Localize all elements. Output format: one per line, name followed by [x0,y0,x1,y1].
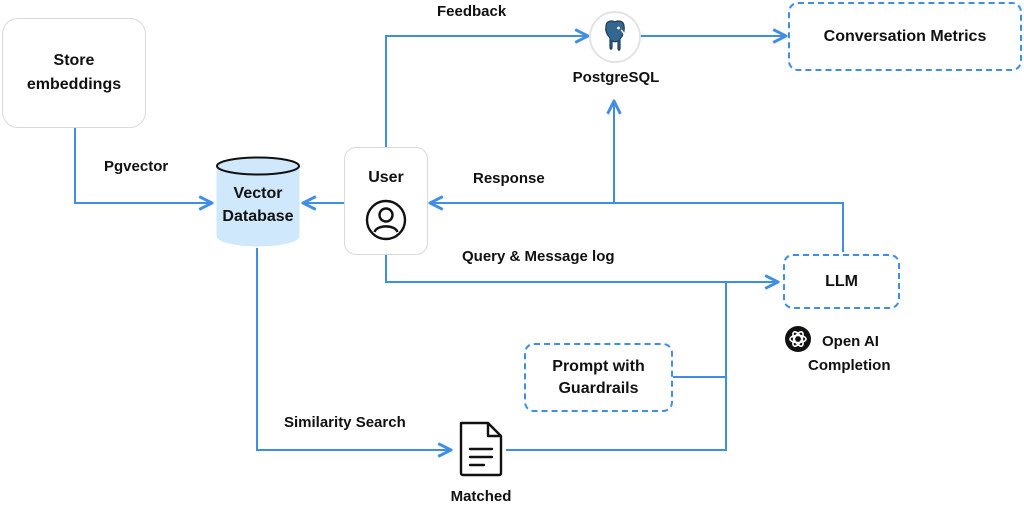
pgvector-label: Pgvector [104,158,169,175]
user-node: User [344,147,428,255]
llm-label: LLM [825,272,858,290]
openai-completion-text: Open AI Completion [808,333,891,374]
similarity-search-label: Similarity Search [284,414,406,431]
prompt-with-guardrails-label: Prompt with Guardrails [552,357,645,397]
document-icon [459,421,503,477]
llm-node: LLM [783,254,900,309]
user-avatar-icon [365,199,407,241]
conversation-metrics-label: Conversation Metrics [823,27,987,45]
edge-store-to-vector-db [74,128,212,203]
edge-user-query-to-llm [385,255,778,282]
openai-completion-label: Open AI Completion [808,330,904,378]
store-embeddings-label: Store embeddings [26,52,122,93]
database-cylinder-icon [216,156,300,247]
store-embeddings-node: Store embeddings [2,18,146,128]
vector-database-node: Vector Database [215,170,301,240]
postgresql-label: PostgreSQL [572,69,660,86]
matched-label: Matched [450,488,512,505]
edge-matched-to-llm [506,282,727,451]
edge-llm-response-to-user [430,203,844,252]
openai-logo-icon [785,326,811,352]
conversation-metrics-node: Conversation Metrics [788,2,1022,71]
response-label: Response [473,170,545,187]
feedback-label: Feedback [437,3,507,20]
vector-database-label: Vector Database [222,185,294,225]
edge-vector-db-similarity-search [256,248,451,450]
edge-user-feedback-to-postgres [385,36,588,147]
postgresql-elephant-icon [589,11,641,63]
user-label: User [368,169,404,186]
prompt-with-guardrails-node: Prompt with Guardrails [524,343,673,412]
query-message-log-label: Query & Message log [462,248,615,265]
